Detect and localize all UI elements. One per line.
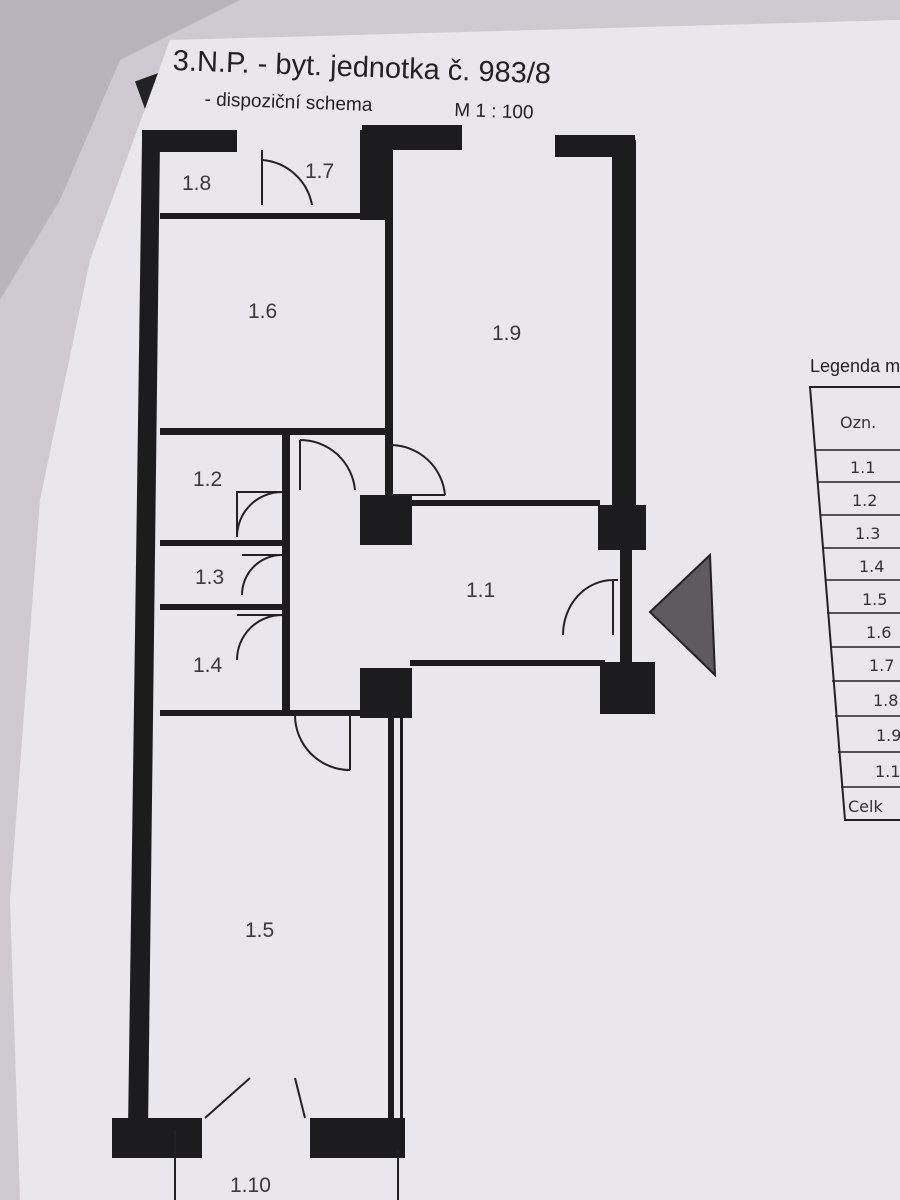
legend-title: Legenda m (810, 356, 900, 376)
legend-row: 1.1 (850, 458, 875, 477)
background-surface (0, 0, 240, 300)
room-label-1-4: 1.4 (193, 654, 223, 677)
legend-border (808, 386, 900, 821)
doors (174, 150, 618, 1200)
legend-grid (816, 449, 900, 788)
room-label-1-5: 1.5 (245, 919, 274, 942)
legend-row: 1.5 (862, 590, 887, 609)
room-label-1-9: 1.9 (492, 322, 521, 345)
legend-row: 1.7 (869, 656, 894, 675)
legend-row: 1.6 (866, 623, 891, 642)
walls (112, 125, 655, 1158)
room-label-1-3: 1.3 (195, 566, 224, 589)
floor-plan: 1.1 1.2 1.3 1.4 1.5 1.6 1.7 1.8 1.9 1.10 (112, 125, 717, 1200)
legend-row: 1.9 (876, 726, 900, 745)
legend-row: 1.1 (875, 762, 900, 781)
entrance-arrow-icon (648, 552, 717, 678)
legend-row-total: Celk (848, 797, 883, 816)
room-label-1-6: 1.6 (248, 300, 277, 323)
room-label-1-8: 1.8 (182, 172, 211, 195)
legend-row: 1.3 (855, 524, 880, 543)
room-label-1-2: 1.2 (193, 468, 222, 491)
room-label-1-1: 1.1 (466, 579, 495, 602)
plan-scale: M 1 : 100 (454, 100, 534, 124)
legend-row: 1.4 (859, 557, 884, 576)
legend-header-ozn: Ozn. (840, 413, 876, 432)
legend-row: 1.2 (852, 491, 877, 510)
room-label-1-7: 1.7 (305, 160, 334, 183)
legend: Legenda m Ozn. 1.1 1.2 1.3 1.4 1.5 1.6 1… (808, 356, 900, 821)
room-label-1-10: 1.10 (230, 1174, 271, 1197)
legend-row: 1.8 (873, 691, 898, 710)
paper-sheet (10, 20, 900, 1200)
